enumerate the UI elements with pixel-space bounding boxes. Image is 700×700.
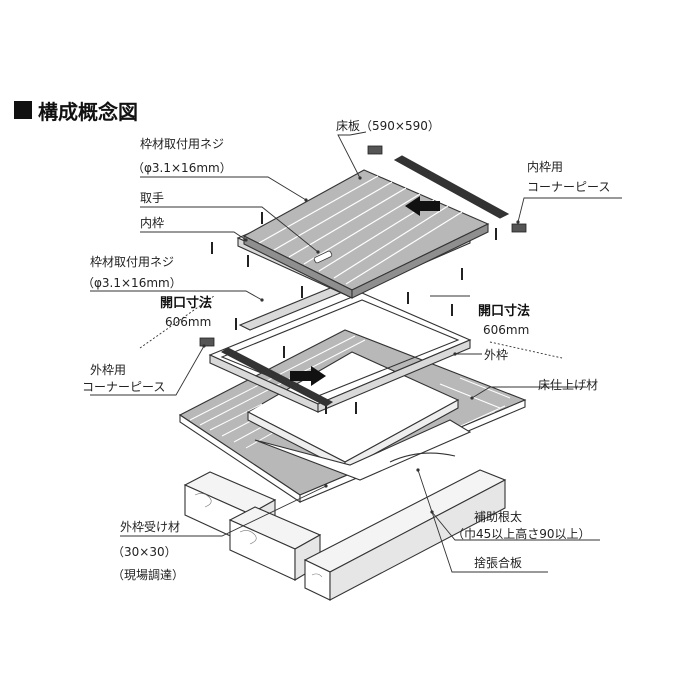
title-square-icon xyxy=(14,101,32,119)
label-handle: 取手 xyxy=(140,191,164,205)
label-floor-board: 床板（590×590） xyxy=(336,119,440,133)
label-plywood: 捨張合板 xyxy=(474,555,522,570)
label-floor-finish: 床仕上げ材 xyxy=(538,378,598,392)
arrows xyxy=(290,196,440,386)
label-outer-frame: 外枠 xyxy=(484,348,508,362)
label-outer-corner-2: コーナーピース xyxy=(82,380,165,394)
screws xyxy=(211,212,497,414)
arrow-left-icon xyxy=(405,196,440,216)
leader-lines xyxy=(90,131,622,573)
label-aux-joist: 補助根太 xyxy=(474,509,522,524)
floor-board xyxy=(242,169,490,299)
label-opening-right: 開口寸法 xyxy=(478,303,530,319)
label-receiver-note: （現場調達） xyxy=(112,568,184,582)
label-frame-screw-2: 枠材取付用ネジ xyxy=(90,255,174,269)
label-inner-frame: 内枠 xyxy=(140,216,164,230)
label-frame-screw-1-size: （φ3.1×16mm） xyxy=(132,161,232,175)
label-inner-corner-2: コーナーピース xyxy=(527,180,610,194)
joists xyxy=(183,469,507,601)
corner-piece-icon xyxy=(511,223,527,233)
inner-corner-piece xyxy=(367,145,527,233)
label-frame-screw-1: 枠材取付用ネジ xyxy=(140,137,224,151)
label-frame-screw-2-size: （φ3.1×16mm） xyxy=(82,276,182,290)
corner-piece-icon xyxy=(367,145,383,155)
label-receiver-size: （30×30） xyxy=(112,545,177,559)
label-outer-corner-1: 外枠用 xyxy=(90,363,126,377)
label-opening-right-size: 606mm xyxy=(483,323,529,337)
outer-corner-piece xyxy=(199,337,334,407)
label-receiver: 外枠受け材 xyxy=(120,520,180,534)
label-opening-left: 開口寸法 xyxy=(160,295,212,311)
arrow-right-icon xyxy=(290,366,326,386)
corner-piece-icon xyxy=(199,337,215,347)
plywood-sheet xyxy=(254,419,472,481)
label-aux-joist-size: （巾45以上高さ90以上） xyxy=(452,526,591,541)
handle-icon xyxy=(313,250,333,264)
title: 構成概念図 xyxy=(38,100,138,124)
label-opening-left-size: 606mm xyxy=(165,315,211,329)
label-inner-corner-1: 内枠用 xyxy=(527,160,563,174)
